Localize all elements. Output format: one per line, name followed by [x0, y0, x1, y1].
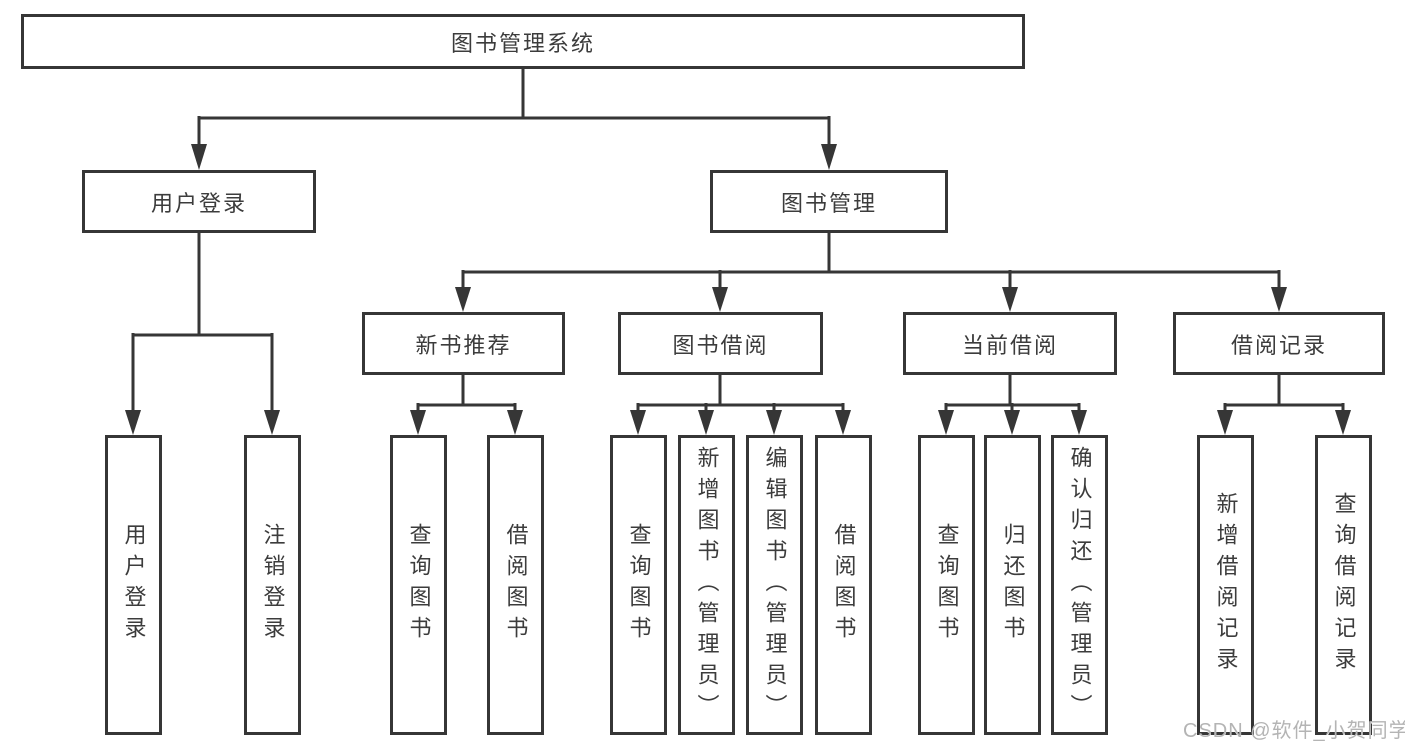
leaf-borrow-books-1: 借阅图书	[487, 435, 544, 735]
leaf-label: 查询借阅记录	[1331, 492, 1357, 678]
leaf-label: 查询图书	[406, 523, 432, 647]
leaf-query-borrow-record: 查询借阅记录	[1315, 435, 1372, 735]
leaf-label: 借阅图书	[831, 523, 857, 647]
leaf-query-books-1: 查询图书	[390, 435, 447, 735]
leaf-label: 借阅图书	[503, 523, 529, 647]
leaf-label: 归还图书	[1000, 523, 1026, 647]
node-book-borrowing: 图书借阅	[618, 312, 823, 375]
leaf-confirm-return-admin: 确认归还（管理员）	[1051, 435, 1108, 735]
leaf-label: 编辑图书（管理员）	[762, 445, 788, 725]
leaf-label: 新增借阅记录	[1213, 492, 1239, 678]
leaf-add-books-admin: 新增图书（管理员）	[678, 435, 735, 735]
node-new-book-recommendation: 新书推荐	[362, 312, 565, 375]
node-current-borrowing: 当前借阅	[903, 312, 1117, 375]
leaf-edit-books-admin: 编辑图书（管理员）	[746, 435, 803, 735]
node-book-management: 图书管理	[710, 170, 948, 233]
leaf-label: 查询图书	[934, 523, 960, 647]
watermark: CSDN @软件_小贺同学	[1183, 720, 1405, 742]
leaf-user-login: 用户登录	[105, 435, 162, 735]
leaf-label: 用户登录	[121, 523, 147, 647]
leaf-label: 注销登录	[260, 523, 286, 647]
leaf-logout: 注销登录	[244, 435, 301, 735]
leaf-borrow-books-2: 借阅图书	[815, 435, 872, 735]
leaf-query-books-2: 查询图书	[610, 435, 667, 735]
leaf-label: 查询图书	[626, 523, 652, 647]
leaf-query-books-3: 查询图书	[918, 435, 975, 735]
leaf-add-borrow-record: 新增借阅记录	[1197, 435, 1254, 735]
node-user-login: 用户登录	[82, 170, 316, 233]
leaf-label: 确认归还（管理员）	[1067, 445, 1093, 725]
node-borrowing-records: 借阅记录	[1173, 312, 1385, 375]
node-root-library-system: 图书管理系统	[21, 14, 1025, 69]
leaf-label: 新增图书（管理员）	[694, 445, 720, 725]
leaf-return-books: 归还图书	[984, 435, 1041, 735]
